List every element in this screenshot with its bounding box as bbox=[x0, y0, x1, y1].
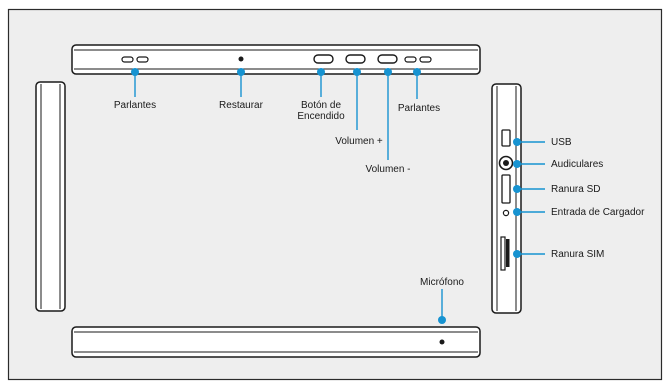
label-microphone: Micrófono bbox=[420, 277, 464, 288]
microphone-hole bbox=[439, 339, 445, 345]
callout-sim bbox=[513, 250, 545, 258]
top-callouts bbox=[131, 68, 421, 160]
left-edge-view bbox=[35, 81, 66, 312]
headphone-jack bbox=[498, 155, 514, 171]
label-usb: USB bbox=[551, 137, 572, 148]
callout-speakers-left bbox=[131, 68, 139, 97]
speaker-right-grille bbox=[404, 56, 432, 63]
usb-port bbox=[501, 129, 511, 147]
volume-down-button bbox=[377, 54, 398, 64]
label-reset: Restaurar bbox=[219, 100, 263, 111]
label-speakers-left: Parlantes bbox=[113, 100, 157, 111]
label-volume-up: Volumen + bbox=[335, 136, 383, 147]
callout-sd bbox=[513, 185, 545, 193]
callout-volume-down bbox=[384, 68, 392, 160]
right-edge-view bbox=[491, 83, 522, 314]
reset-hole bbox=[238, 56, 244, 62]
volume-up-button bbox=[345, 54, 366, 64]
power-button bbox=[313, 54, 334, 64]
sd-slot bbox=[501, 174, 511, 204]
label-speakers-right: Parlantes bbox=[397, 103, 441, 114]
bottom-edge-view bbox=[71, 326, 481, 358]
sim-slot bbox=[500, 236, 510, 271]
label-charger: Entrada de Cargador bbox=[551, 207, 645, 218]
right-callouts bbox=[513, 138, 545, 258]
top-edge-view bbox=[71, 44, 481, 75]
label-sim-slot: Ranura SIM bbox=[551, 249, 605, 260]
callout-usb bbox=[513, 138, 545, 146]
callout-speakers-right bbox=[413, 68, 421, 99]
label-power-line2: Encendido bbox=[297, 111, 345, 122]
label-sd-slot: Ranura SD bbox=[551, 184, 601, 195]
speaker-left-grille bbox=[121, 56, 149, 63]
label-power-line1: Botón de bbox=[300, 100, 342, 111]
callout-power bbox=[317, 68, 325, 97]
callout-reset bbox=[237, 68, 245, 97]
label-volume-down: Volumen - bbox=[365, 164, 411, 175]
label-headphones: Audiculares bbox=[551, 159, 604, 170]
callout-microphone bbox=[438, 289, 446, 324]
callout-volume-up bbox=[353, 68, 361, 130]
callout-headphones bbox=[513, 160, 545, 168]
charger-port bbox=[502, 209, 510, 217]
callout-charger bbox=[513, 208, 545, 216]
